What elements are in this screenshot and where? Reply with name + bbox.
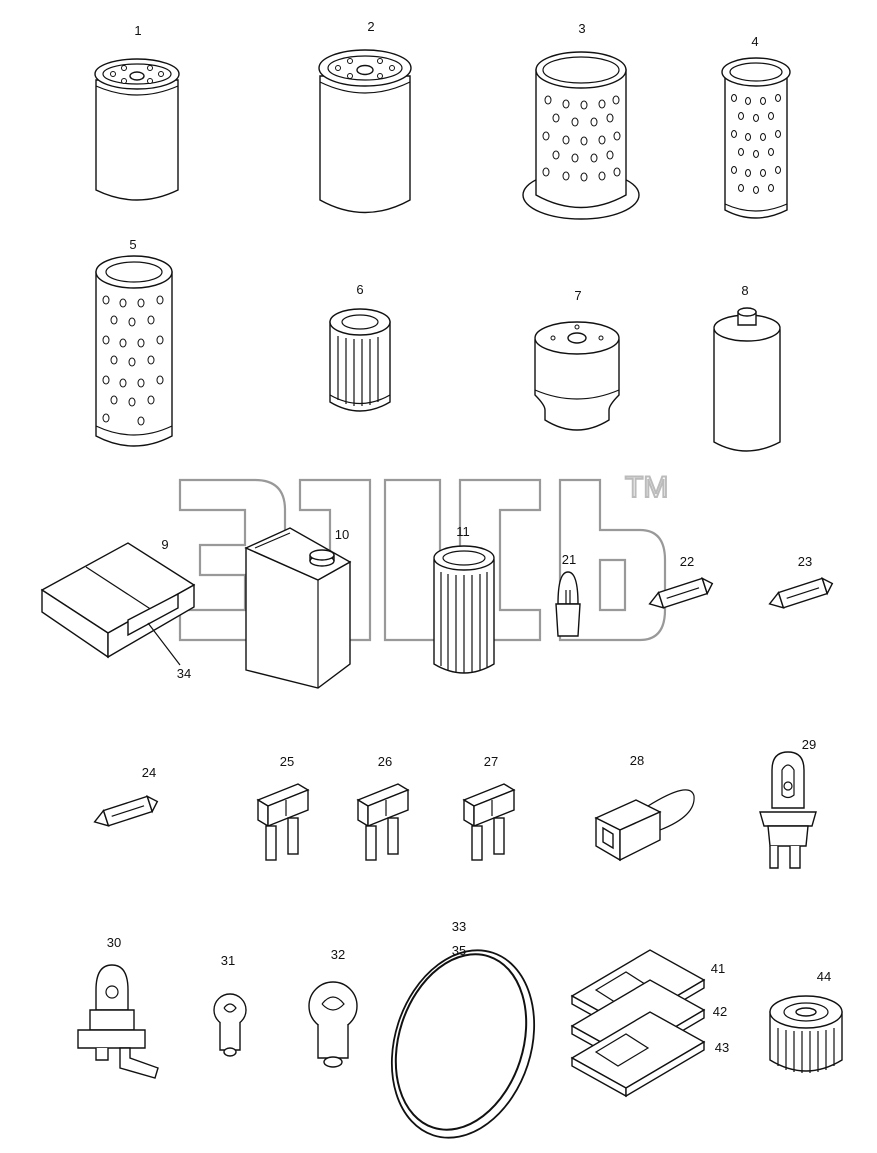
- part-25-blade-fuse: [256, 783, 310, 861]
- part-32-bayonet-bulb: [308, 981, 358, 1068]
- part-3-perforated-air-filter: [522, 51, 640, 220]
- callout-32: 32: [331, 947, 345, 962]
- callout-26: 26: [378, 754, 392, 769]
- callout-25: 25: [280, 754, 294, 769]
- callout-10: 10: [335, 527, 349, 542]
- part-22-festoon-bulb: [648, 576, 714, 609]
- callout-4: 4: [751, 34, 758, 49]
- part-9-box: [40, 542, 196, 666]
- part-33-drive-belt: [390, 949, 536, 1139]
- callout-9: 9: [161, 537, 168, 552]
- callout-42: 42: [713, 1004, 727, 1019]
- perforation-holes: [542, 95, 621, 182]
- callout-21: 21: [562, 552, 576, 567]
- part-21-wedge-bulb: [555, 571, 581, 637]
- callout-31: 31: [221, 953, 235, 968]
- part-7-fuel-filter: [534, 321, 620, 431]
- callout-8: 8: [741, 283, 748, 298]
- perforation-holes: [102, 295, 164, 426]
- callout-11: 11: [456, 524, 470, 539]
- callout-44: 44: [817, 969, 831, 984]
- callout-33: 33: [452, 919, 466, 934]
- part-24-festoon-bulb: [93, 794, 159, 827]
- callout-5: 5: [129, 237, 136, 252]
- callout-29: 29: [802, 737, 816, 752]
- part-23-festoon-bulb: [768, 576, 834, 609]
- callout-labels: 1 2 3 4 5 6 7 8 9 10 11 21 22 23 34 24 2…: [107, 19, 831, 1055]
- part-10-canister: [244, 527, 352, 689]
- callout-27: 27: [484, 754, 498, 769]
- part-28-connector: [594, 789, 695, 862]
- part-6-pleated-cartridge: [329, 308, 391, 412]
- callout-6: 6: [356, 282, 363, 297]
- callout-41: 41: [711, 961, 725, 976]
- part-2-spin-on-filter: [318, 49, 412, 214]
- callout-34: 34: [177, 666, 191, 681]
- callout-1: 1: [134, 23, 141, 38]
- part-11-pleated-element: [433, 545, 495, 674]
- callout-43: 43: [715, 1040, 729, 1055]
- watermark-tm: TM: [625, 471, 668, 504]
- part-1-spin-on-filter: [94, 58, 180, 201]
- perforation-holes: [731, 94, 781, 194]
- callout-7: 7: [574, 288, 581, 303]
- part-4-perforated-filter: [721, 57, 791, 219]
- part-26-blade-fuse: [356, 783, 410, 861]
- part-43-manual: [570, 1011, 706, 1098]
- part-5-perforated-element: [95, 255, 173, 447]
- callout-23: 23: [798, 554, 812, 569]
- part-27-blade-fuse: [462, 783, 516, 861]
- callout-24: 24: [142, 765, 156, 780]
- part-30-halogen-bulb: [77, 964, 159, 1079]
- watermark-logo: TM: [178, 470, 669, 642]
- part-44-oil-filter-element: [769, 995, 843, 1073]
- callout-3: 3: [578, 21, 585, 36]
- part-31-bayonet-bulb: [213, 993, 247, 1057]
- callout-2: 2: [367, 19, 374, 34]
- callout-28: 28: [630, 753, 644, 768]
- callout-30: 30: [107, 935, 121, 950]
- callout-22: 22: [680, 554, 694, 569]
- part-8-inline-filter: [713, 307, 781, 452]
- part-29-halogen-bulb: [759, 751, 817, 869]
- callout-35: 35: [452, 943, 466, 958]
